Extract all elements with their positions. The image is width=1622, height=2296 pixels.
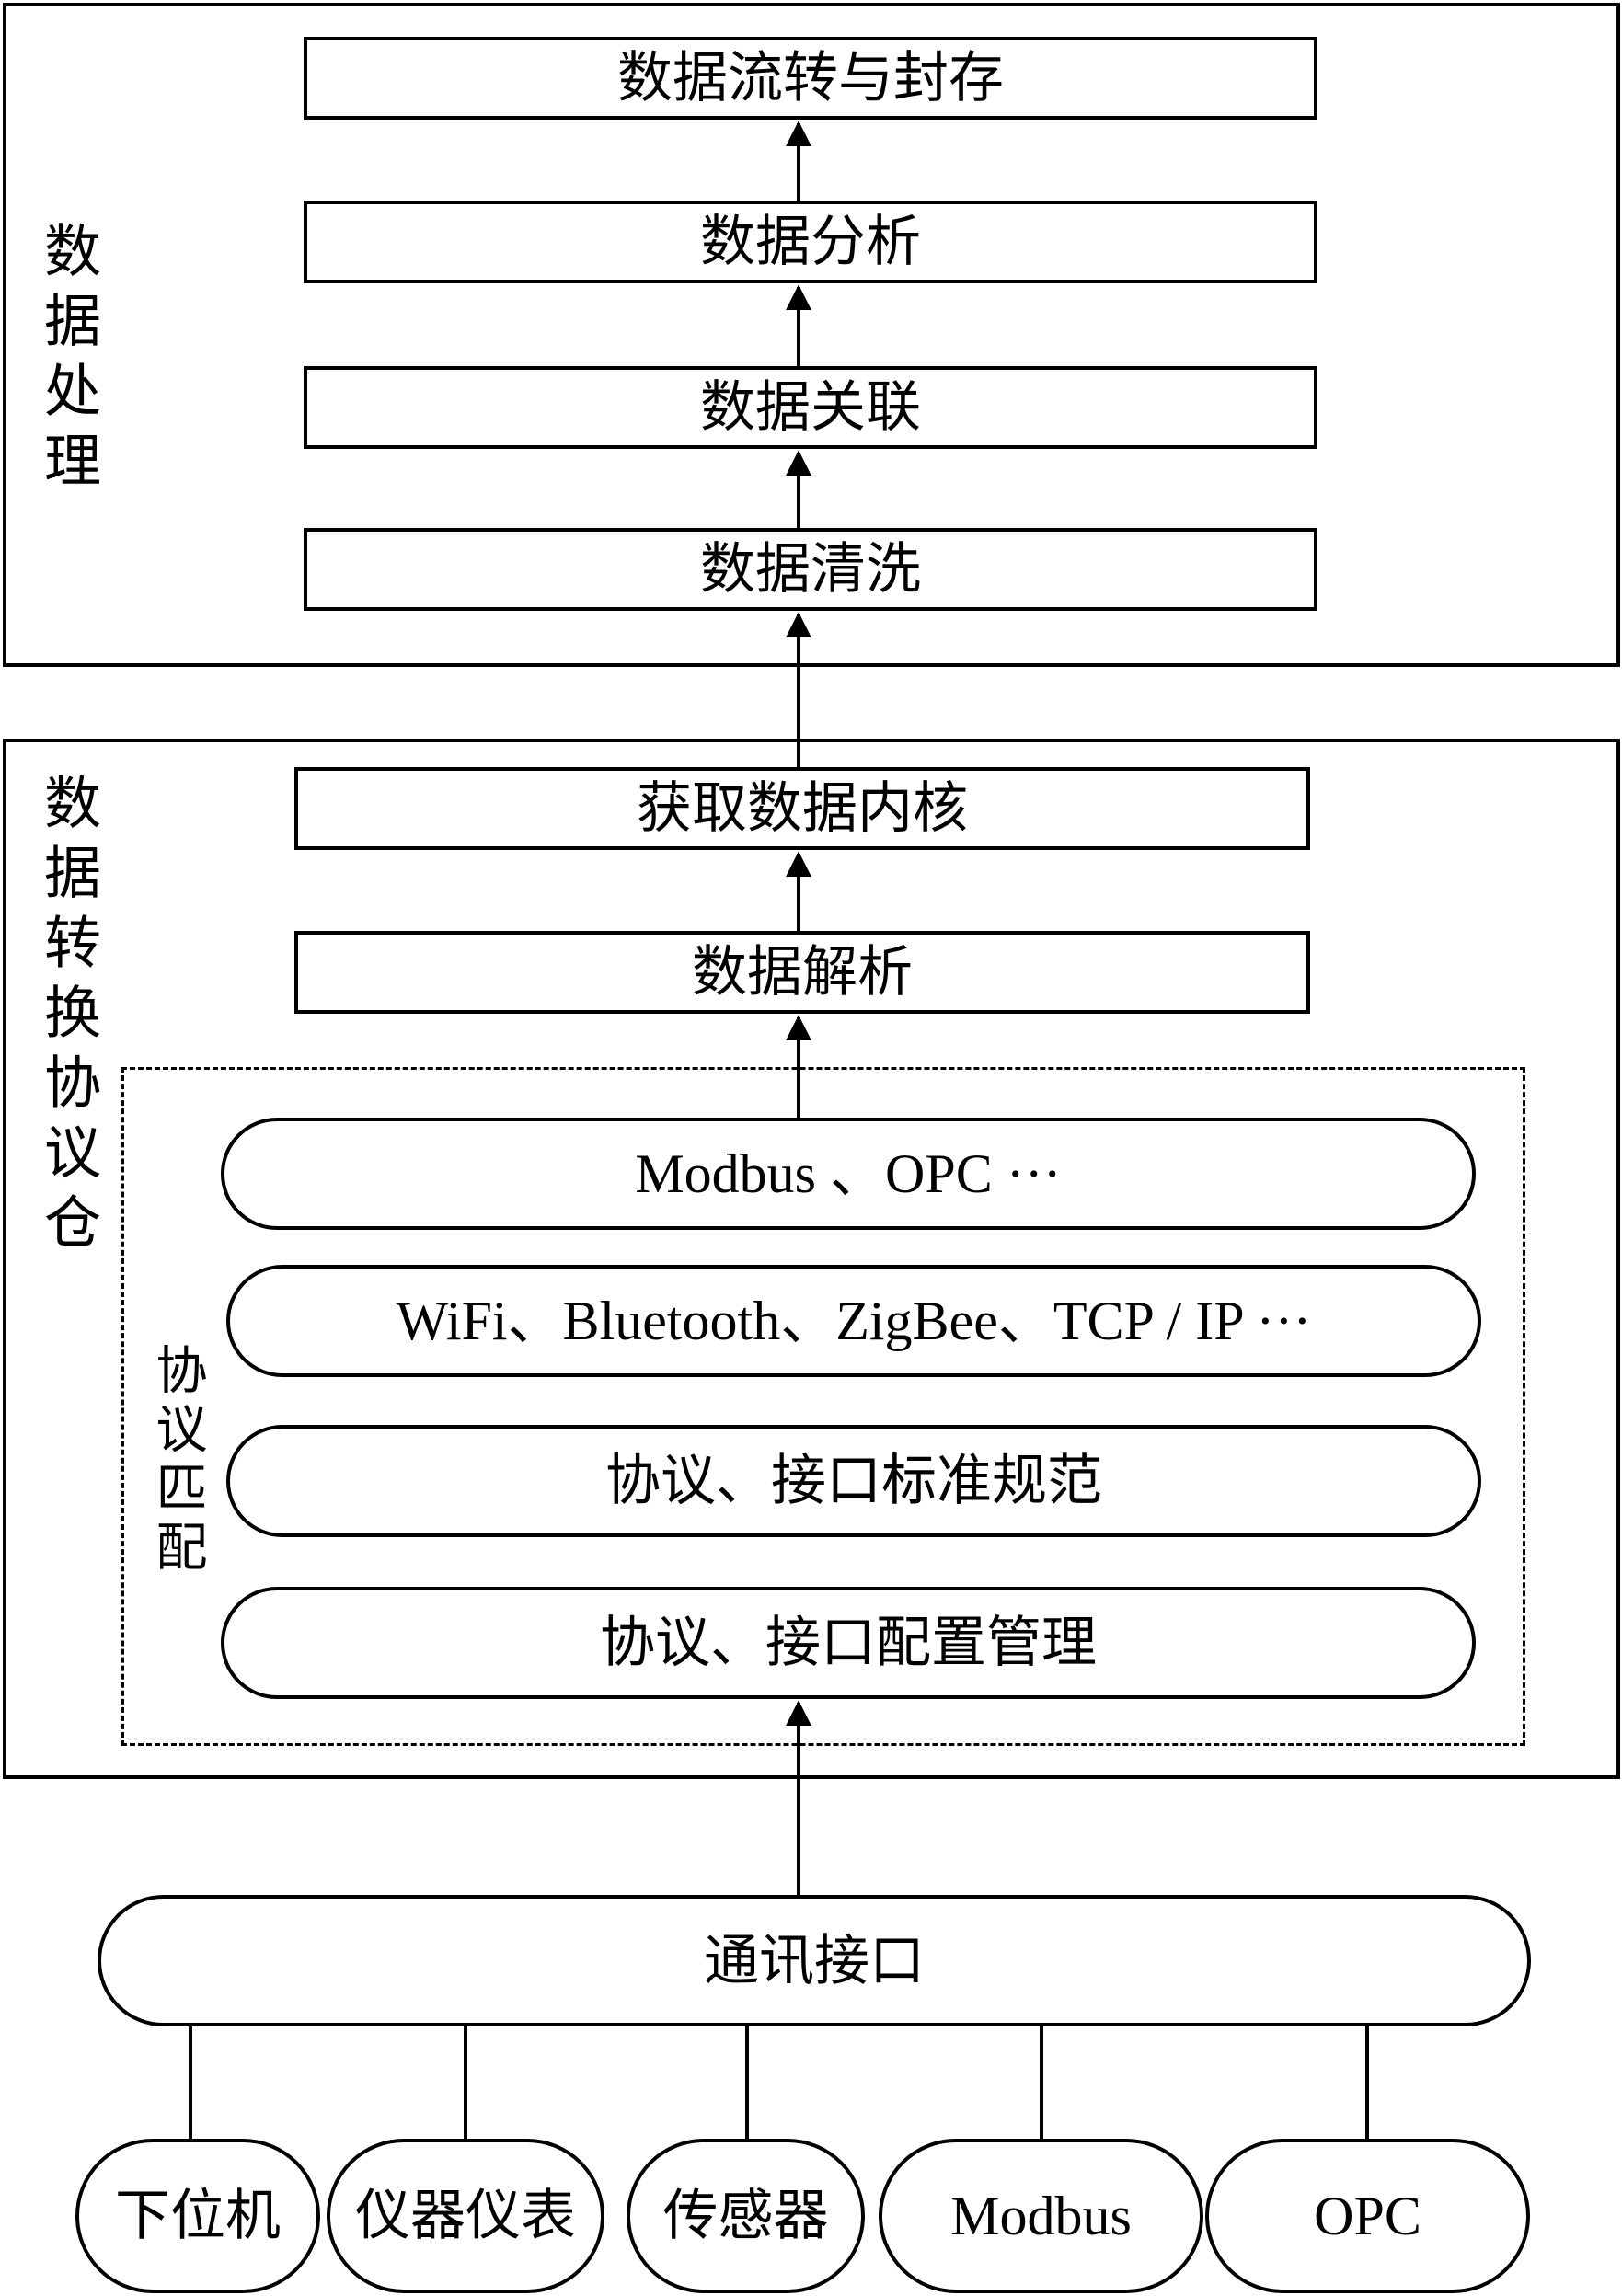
protocol-warehouse-title: 数据转换协议仓 xyxy=(34,773,101,1262)
step-data-analysis: 数据分析 xyxy=(304,201,1317,283)
step-data-flow-archive: 数据流转与封存 xyxy=(304,37,1317,120)
source-instruments: 仪器仪表 xyxy=(327,2139,604,2293)
source-opc: OPC xyxy=(1205,2139,1530,2293)
source-modbus: Modbus xyxy=(879,2139,1203,2293)
step-data-parsing: 数据解析 xyxy=(294,931,1310,1014)
layer-interface-standards: 协议、接口标准规范 xyxy=(226,1425,1481,1537)
protocol-matching-title: 协议匹配 xyxy=(147,1343,207,1578)
data-processing-title: 数据处理 xyxy=(34,221,101,500)
step-get-data-kernel: 获取数据内核 xyxy=(294,767,1310,850)
source-sensor: 传感器 xyxy=(627,2139,865,2293)
step-data-association: 数据关联 xyxy=(304,366,1317,449)
protocol-matching-frame xyxy=(121,1067,1525,1746)
layer-interface-config-management: 协议、接口配置管理 xyxy=(221,1587,1476,1699)
layer-network-protocols: WiFi、Bluetooth、ZigBee、TCP / IP ··· xyxy=(226,1265,1481,1377)
step-data-cleaning: 数据清洗 xyxy=(304,528,1317,611)
source-lower-computer: 下位机 xyxy=(75,2139,320,2293)
communication-interface: 通讯接口 xyxy=(98,1895,1531,2026)
layer-industrial-protocols: Modbus 、OPC ··· xyxy=(221,1118,1476,1230)
